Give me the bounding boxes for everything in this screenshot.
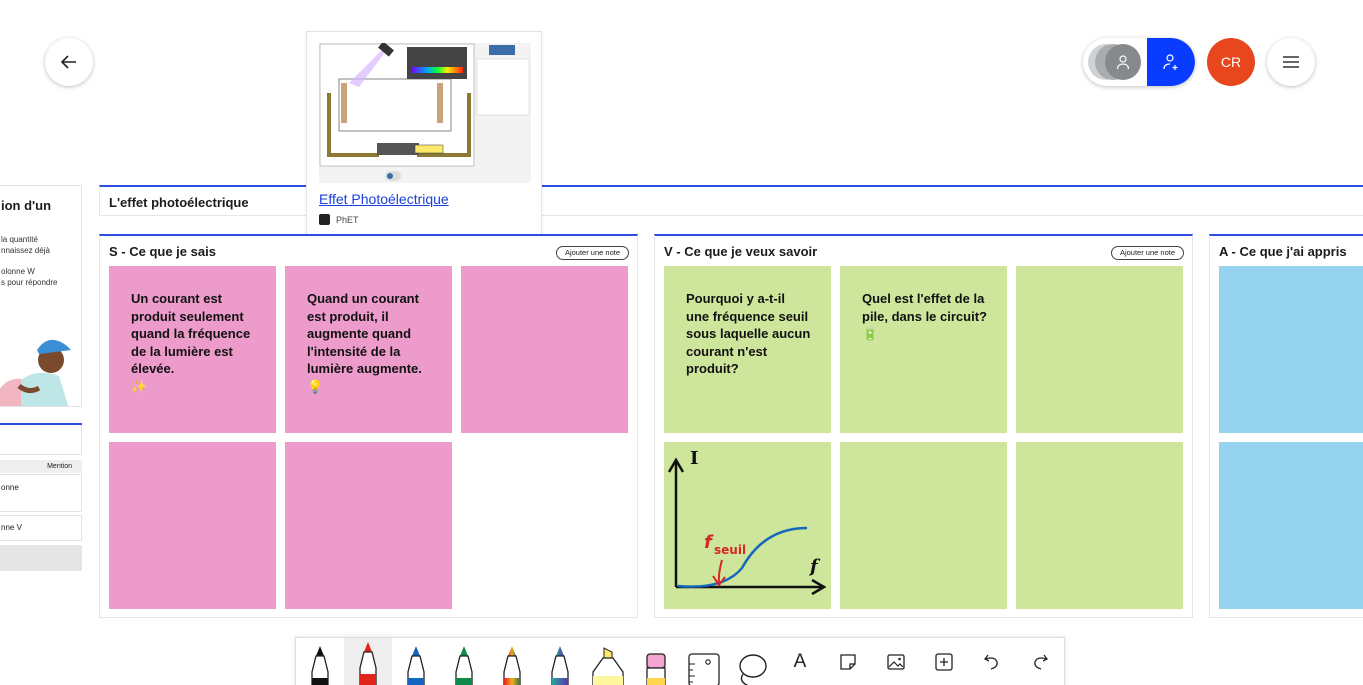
undo-button[interactable] <box>968 638 1016 685</box>
sticky-note-icon <box>840 654 856 670</box>
hamburger-icon <box>1283 56 1299 68</box>
phet-logo-icon <box>319 214 330 225</box>
threshold-subscript: seuil <box>714 543 746 557</box>
lightbulb-icon: 💡 <box>307 378 324 394</box>
column-title[interactable]: V - Ce que je veux savoir <box>664 244 818 259</box>
pen-black-tool[interactable] <box>296 638 344 685</box>
ruler-tool[interactable] <box>680 638 728 685</box>
lasso-tool[interactable] <box>728 638 776 685</box>
eraser-icon <box>646 653 666 685</box>
link-title[interactable]: Effet Photoélectrique <box>319 191 449 207</box>
sticky-note-tool[interactable] <box>824 638 872 685</box>
sticky-note[interactable] <box>109 442 276 609</box>
sticky-note[interactable]: Un courant est produit seulement quand l… <box>109 266 276 433</box>
y-axis-label: I <box>690 448 698 469</box>
note-text: Pourquoi y a-t-il une fréquence seuil so… <box>686 291 811 376</box>
eraser-tool[interactable] <box>632 638 680 685</box>
pen-blue-icon <box>407 646 425 685</box>
instructions-title: ion d'un <box>1 198 52 213</box>
link-source: PhET <box>319 214 359 225</box>
sparkles-icon: ✨ <box>131 378 148 394</box>
add-note-button[interactable]: Ajouter une note <box>555 246 629 260</box>
instructions-line: olonne W <box>1 267 35 276</box>
table-row[interactable]: nne V <box>0 515 82 541</box>
column-a: A - Ce que j'ai appris <box>1209 234 1363 618</box>
sticky-note[interactable]: Quel est l'effet de la pile, dans le cir… <box>840 266 1007 433</box>
side-table: Mention onne nne V <box>0 423 82 571</box>
pen-galaxy-icon <box>551 646 569 685</box>
student-illustration <box>0 339 71 406</box>
highlighter-icon <box>592 647 624 685</box>
board-title-bar: L'effet photoélectrique <box>99 185 1363 216</box>
link-source-label: PhET <box>336 214 359 225</box>
note-text: Quel est l'effet de la pile, dans le cir… <box>862 291 987 324</box>
board-title[interactable]: L'effet photoélectrique <box>109 195 249 210</box>
instructions-line: nnaissez déjà <box>1 246 50 255</box>
arrow-left-icon <box>60 55 76 69</box>
participant-avatar[interactable] <box>1105 44 1141 80</box>
add-note-button[interactable]: Ajouter une note <box>1110 246 1184 260</box>
pen-black-icon <box>311 646 329 685</box>
note-text: Quand un courant est produit, il augment… <box>307 291 422 376</box>
pen-green-icon <box>455 646 473 685</box>
redo-icon <box>1034 654 1048 670</box>
menu-button[interactable] <box>1267 38 1315 86</box>
pen-red-tool[interactable] <box>344 638 392 685</box>
current-frequency-sketch: I f f seuil <box>667 448 827 596</box>
table-title-box <box>0 425 82 455</box>
sticky-note[interactable] <box>1219 266 1363 433</box>
ruler-icon <box>688 653 720 685</box>
pen-red-icon <box>359 642 377 685</box>
sticky-note[interactable] <box>1219 442 1363 609</box>
text-tool-icon: A <box>793 651 807 672</box>
undo-icon <box>984 654 998 670</box>
column-s: S - Ce que je sais Ajouter une note Un c… <box>99 234 638 618</box>
pen-green-tool[interactable] <box>440 638 488 685</box>
column-title[interactable]: S - Ce que je sais <box>109 244 216 259</box>
redo-button[interactable] <box>1016 638 1064 685</box>
sticky-note[interactable]: Quand un courant est produit, il augment… <box>285 266 452 433</box>
pen-rainbow-tool[interactable] <box>488 638 536 685</box>
table-footer <box>0 545 82 571</box>
note-text: Un courant est produit seulement quand l… <box>131 291 251 376</box>
user-avatar[interactable]: CR <box>1207 38 1255 86</box>
link-preview-card[interactable]: Effet Photoélectrique PhET <box>306 31 542 237</box>
insert-tool[interactable] <box>920 638 968 685</box>
table-row[interactable]: onne <box>0 474 82 512</box>
back-button[interactable] <box>45 38 93 86</box>
column-v: V - Ce que je veux savoir Ajouter une no… <box>654 234 1193 618</box>
column-title[interactable]: A - Ce que j'ai appris <box>1219 244 1347 259</box>
threshold-label: f <box>704 532 714 553</box>
person-icon <box>1116 55 1130 70</box>
sticky-note[interactable] <box>285 442 452 609</box>
table-accent-line <box>0 423 82 425</box>
add-box-icon <box>935 653 953 671</box>
pen-blue-tool[interactable] <box>392 638 440 685</box>
sticky-note[interactable] <box>840 442 1007 609</box>
sticky-note[interactable]: Pourquoi y a-t-il une fréquence seuil so… <box>664 266 831 433</box>
battery-icon: 🔋 <box>862 326 879 341</box>
instructions-line: la quantité <box>1 235 38 244</box>
sketch-note[interactable]: I f f seuil <box>664 442 831 609</box>
sticky-note[interactable] <box>461 266 628 433</box>
image-icon <box>887 654 905 670</box>
sticky-note[interactable] <box>1016 442 1183 609</box>
pen-galaxy-tool[interactable] <box>536 638 584 685</box>
x-axis-label: f <box>808 556 821 577</box>
inking-toolbar: A <box>295 637 1065 685</box>
image-tool[interactable] <box>872 638 920 685</box>
instructions-card: ion d'un la quantité nnaissez déjà olonn… <box>0 185 82 407</box>
add-person-icon <box>1163 54 1178 70</box>
text-tool[interactable]: A <box>776 638 824 685</box>
participants-share-control[interactable] <box>1083 38 1195 86</box>
sticky-note[interactable] <box>1016 266 1183 433</box>
pen-rainbow-icon <box>503 646 521 685</box>
highlighter-tool[interactable] <box>584 638 632 685</box>
instructions-line: s pour répondre <box>1 278 58 287</box>
invite-button[interactable] <box>1147 38 1195 86</box>
table-header: Mention <box>0 460 82 473</box>
simulation-thumbnail[interactable] <box>319 43 531 183</box>
lasso-icon <box>739 654 767 685</box>
